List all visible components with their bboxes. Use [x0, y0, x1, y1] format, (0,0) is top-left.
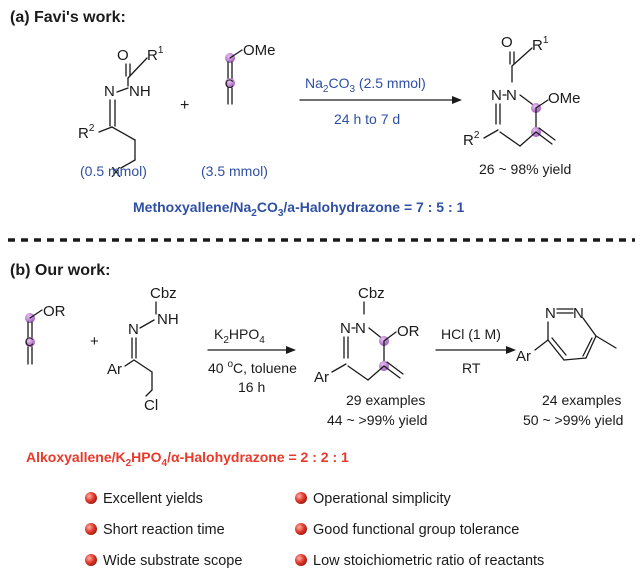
product-b1: Cbz N N OR Ar	[314, 285, 420, 386]
svg-text:Cbz: Cbz	[358, 285, 385, 302]
plus-sign-a: +	[180, 97, 189, 114]
step1-reagent: K2HPO4	[214, 326, 265, 346]
svg-text:Ar: Ar	[107, 361, 122, 378]
bullet-item: Operational simplicity	[313, 491, 452, 507]
svg-text:R1: R1	[532, 35, 549, 54]
bullet-dot-icon	[85, 554, 97, 566]
product-b2-examples: 24 examples	[542, 392, 621, 408]
hydrazone-amount: (0.5 mmol)	[80, 163, 147, 179]
step1-time: 16 h	[238, 379, 265, 395]
product-a: O R1 N N OMe R2	[463, 34, 581, 149]
svg-text:R2: R2	[463, 130, 480, 149]
svg-text:OR: OR	[397, 323, 420, 340]
bullet-item: Excellent yields	[103, 491, 203, 507]
bullet-item: Good functional group tolerance	[313, 522, 519, 538]
step2-reagent: HCl (1 M)	[441, 326, 501, 342]
svg-text:OR: OR	[43, 303, 66, 320]
atom-r1: R1	[147, 45, 164, 64]
svg-text:OMe: OMe	[548, 90, 581, 107]
svg-text:N: N	[491, 87, 502, 104]
svg-text:N: N	[355, 320, 366, 337]
svg-text:Cl: Cl	[144, 397, 158, 414]
hydrazone-reactant-b: Cbz NH N Ar Cl	[107, 285, 179, 414]
step2-conditions: RT	[462, 360, 481, 376]
svg-text:NH: NH	[157, 311, 179, 328]
plus-sign-b: +	[90, 333, 99, 350]
svg-text:Ar: Ar	[314, 369, 329, 386]
bullet-dot-icon	[85, 492, 97, 504]
product-b2-yield: 50 ~ >99% yield	[523, 412, 623, 428]
atom-n: N	[104, 83, 115, 100]
svg-text:N: N	[545, 305, 556, 322]
reagent-a-bottom: 24 h to 7 d	[334, 111, 400, 127]
allene-amount: (3.5 mmol)	[201, 163, 268, 179]
alkoxyallene-b: OR C	[25, 303, 66, 365]
bullet-dot-icon	[295, 523, 307, 535]
bullet-item: Short reaction time	[103, 522, 225, 538]
svg-text:N: N	[506, 87, 517, 104]
section-b-title: (b) Our work:	[10, 262, 110, 279]
atom-nh: NH	[129, 83, 151, 100]
feature-bullets: Excellent yields Short reaction time Wid…	[85, 491, 544, 569]
methoxyallene-a: OMe C	[225, 42, 276, 105]
hydrazone-reactant-a: O R1 N NH R2 X	[78, 45, 164, 181]
bullet-dot-icon	[85, 523, 97, 535]
product-b1-yield: 44 ~ >99% yield	[327, 412, 427, 428]
bullet-item: Wide substrate scope	[103, 553, 242, 569]
ratio-a: Methoxyallene/Na2CO3/a-Halohydrazone = 7…	[133, 199, 464, 219]
svg-text:C: C	[25, 335, 34, 349]
svg-text:Cbz: Cbz	[150, 285, 177, 302]
atom-r2: R2	[78, 123, 95, 142]
product-b2-pyridazine: N N Ar	[516, 305, 617, 365]
product-b1-examples: 29 examples	[346, 392, 425, 408]
svg-text:O: O	[501, 34, 513, 51]
reagent-a-top: Na2CO3 (2.5 mmol)	[305, 75, 426, 95]
ratio-b: Alkoxyallene/K2HPO4/α-Halohydrazone = 2 …	[26, 449, 349, 469]
svg-text:N: N	[573, 305, 584, 322]
svg-text:Ar: Ar	[516, 348, 531, 365]
svg-text:N: N	[128, 321, 139, 338]
atom-o: O	[117, 47, 129, 64]
svg-text:N: N	[340, 320, 351, 337]
bullet-item: Low stoichiometric ratio of reactants	[313, 553, 544, 569]
atom-ome: OMe	[243, 42, 276, 59]
step1-conditions: 40 oC, toluene	[208, 359, 297, 376]
bullet-dot-icon	[295, 554, 307, 566]
section-a-title: (a) Favi's work:	[10, 9, 126, 26]
bullet-dot-icon	[295, 492, 307, 504]
allene-carbon: C	[225, 77, 234, 91]
atom-x: X	[111, 164, 121, 181]
product-a-yield: 26 ~ 98% yield	[479, 161, 571, 177]
